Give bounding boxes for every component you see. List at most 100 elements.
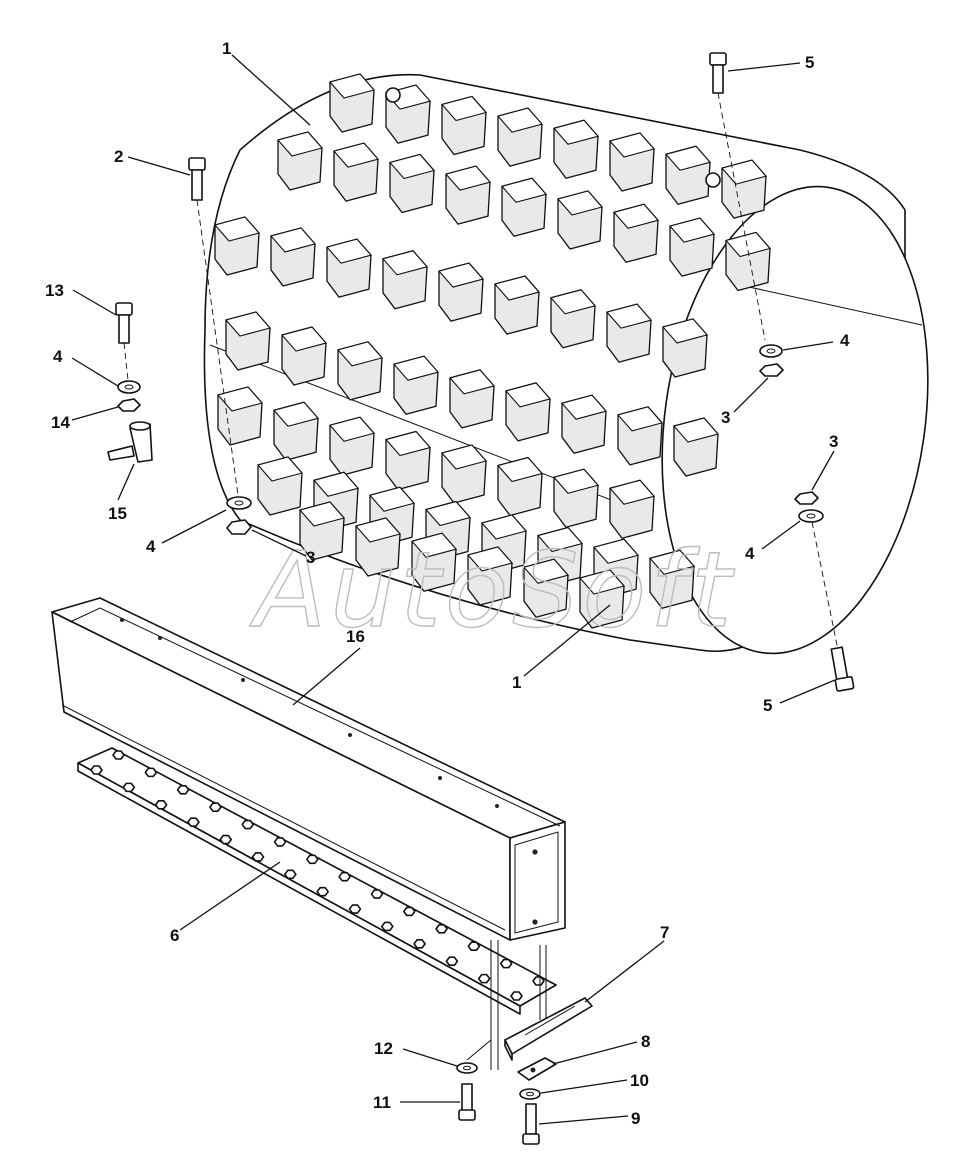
- plate-bolt-head: [90, 765, 103, 775]
- scraper-beam-item-16: [51, 597, 566, 941]
- callout-4-grease: 4: [53, 347, 63, 366]
- padfoot-lug-face: [481, 514, 527, 540]
- lifting-eye: [385, 87, 401, 103]
- plate-bolt-head: [306, 854, 319, 865]
- callout-16: 16: [346, 627, 365, 646]
- plate-bolt-head: [219, 834, 233, 845]
- plate-bolt-head: [445, 956, 459, 967]
- padfoot-lug-face: [273, 401, 319, 427]
- grease-fitting-item-15: [107, 421, 153, 463]
- padfoot-lug-face: [281, 326, 327, 352]
- padfoot-lug-face: [523, 558, 569, 584]
- padfoot-lug-face: [337, 341, 383, 367]
- padfoot-lug-face: [411, 532, 457, 558]
- nut-item-14: [117, 398, 141, 412]
- callout-5-bottom: 5: [763, 696, 772, 715]
- padfoot-lug-face: [270, 227, 316, 253]
- plate-bolt-head: [273, 837, 287, 847]
- plate-bolt-head: [144, 767, 158, 778]
- callout-4-right: 4: [840, 331, 850, 350]
- padfoot-drum-shell: [203, 73, 929, 655]
- padfoot-lug-face: [313, 471, 359, 497]
- padfoot-lug-face: [217, 386, 263, 412]
- washer-item-4-grease: [117, 380, 141, 394]
- padfoot-lug-face: [497, 456, 543, 483]
- bolt-item-5-top: [709, 52, 766, 341]
- padfoot-lug-face: [382, 250, 428, 276]
- padfoot-lug-face: [299, 501, 345, 527]
- nut-item-3-right: [759, 363, 784, 377]
- bolt-item-13: [115, 302, 133, 381]
- plate-bolt-head: [122, 782, 136, 793]
- padfoot-lug-face: [445, 165, 491, 191]
- plate-bolt-head: [413, 939, 426, 949]
- callout-15: 15: [108, 504, 127, 523]
- padfoot-lug-face: [326, 238, 372, 264]
- padfoot-lug-face: [257, 456, 303, 482]
- callout-3-left: 3: [306, 548, 315, 567]
- padfoot-lug-face: [467, 546, 513, 572]
- leader-lines: [71, 54, 836, 1125]
- plate-bolt-head: [284, 869, 297, 880]
- padfoot-lug-face: [389, 153, 435, 180]
- bolt-item-5-bottom: [830, 646, 855, 692]
- scraper-plate-item-6: [77, 747, 557, 1015]
- callout-9: 9: [631, 1109, 640, 1128]
- plate-bolt-head: [435, 924, 448, 934]
- padfoot-lug-face: [501, 177, 547, 203]
- callout-14: 14: [51, 413, 70, 432]
- drum-end-face: [661, 185, 929, 655]
- padfoot-lug-face: [665, 145, 711, 171]
- washer-item-12: [456, 1062, 478, 1074]
- padfoot-lug-face: [494, 275, 540, 301]
- bolt-item-2: [188, 157, 239, 496]
- plate-bolt-head: [154, 799, 168, 810]
- padfoot-lug-face: [505, 382, 551, 408]
- padfoot-lug-face: [609, 479, 655, 505]
- padfoot-lug-face: [441, 444, 487, 470]
- padfoot-lug-face: [613, 203, 659, 229]
- padfoot-lug-face: [425, 500, 471, 527]
- plate-bolt-head: [532, 976, 545, 986]
- clamp-plate-item-8: [517, 1057, 557, 1081]
- lifting-eye: [705, 172, 721, 188]
- padfoot-lug-face: [561, 394, 607, 420]
- callout-1-top: 1: [222, 39, 231, 58]
- washer-item-4-right: [759, 344, 783, 358]
- padfoot-lug-face: [553, 119, 599, 145]
- padfoot-lug-face: [225, 311, 271, 337]
- plate-bolt-head: [380, 921, 394, 932]
- padfoot-lug-face: [721, 159, 767, 185]
- callout-6: 6: [170, 926, 179, 945]
- padfoot-lug-face: [497, 107, 543, 133]
- plate-bolt-head: [499, 958, 513, 969]
- padfoot-lug-face: [662, 318, 708, 344]
- callout-2: 2: [114, 147, 123, 166]
- plate-bolt-head: [467, 941, 481, 952]
- padfoot-lug-face: [441, 95, 487, 122]
- washer-item-10: [519, 1088, 541, 1100]
- padfoot-lug-face: [649, 549, 695, 575]
- padfoot-lug-face: [393, 355, 439, 381]
- washer-item-4-lower: [798, 509, 824, 523]
- plate-bolt-head: [477, 973, 491, 984]
- callout-4-lower-right: 4: [745, 544, 755, 563]
- plate-bolt-head: [187, 817, 200, 827]
- padfoot-lug-face: [725, 231, 771, 258]
- callout-4-left: 4: [146, 537, 156, 556]
- padfoot-lug-face: [609, 132, 655, 158]
- padfoot-lugs: [214, 73, 771, 629]
- callout-8: 8: [641, 1032, 650, 1051]
- plate-bolt-head: [241, 819, 255, 830]
- plate-bolt-head: [510, 991, 523, 1001]
- callout-numbers: 1 1 2 3 3 3 4 4 4 4 5 5 6 7 8 9 10 11 12…: [45, 39, 850, 1128]
- callout-13: 13: [45, 281, 64, 300]
- scraper-blade-item-7: [504, 997, 593, 1061]
- padfoot-lug-face: [550, 289, 596, 315]
- callout-10: 10: [630, 1071, 649, 1090]
- callout-3-right: 3: [721, 408, 730, 427]
- padfoot-lug-face: [329, 416, 375, 442]
- padfoot-lug-face: [369, 486, 415, 512]
- padfoot-lug-face: [449, 369, 495, 395]
